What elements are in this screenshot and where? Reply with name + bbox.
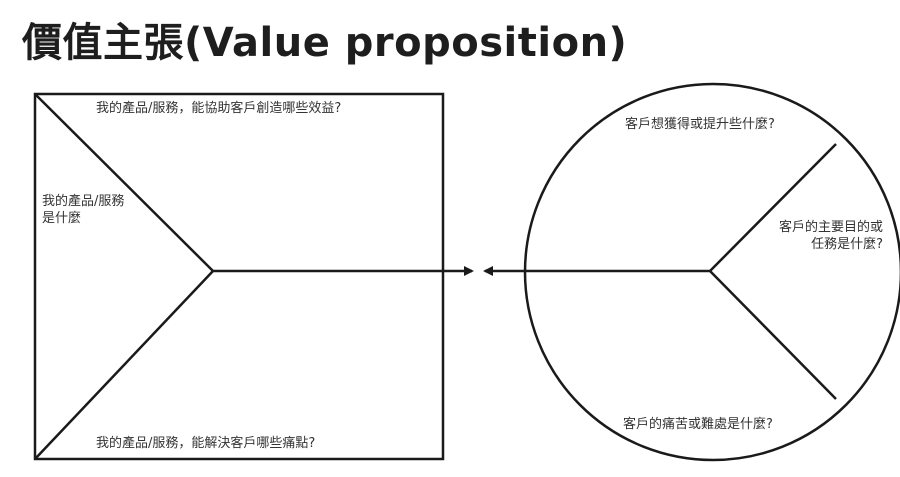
pains-label: 客戶的痛苦或難處是什麼? (623, 417, 773, 432)
customer-profile-divider-upper (709, 143, 837, 272)
gain-creators-label: 我的產品/服務，能協助客戶創造哪些效益? (96, 101, 342, 116)
products-services-label: 我的產品/服務是什麼 (42, 194, 125, 226)
gains-label: 客戶想獲得或提升些什麼? (625, 117, 775, 132)
page-title: 價值主張(Value proposition) (22, 20, 628, 66)
value-map-square (33, 92, 445, 461)
value-map-divider-lower (34, 270, 214, 460)
pain-relievers-label: 我的產品/服務，能解決客戶哪些痛點? (96, 436, 316, 451)
jobs-label: 客戶的主要目的或任務是什麼? (778, 220, 883, 252)
customer-profile-divider-lower (709, 270, 837, 400)
value-map-divider-upper (34, 93, 214, 272)
